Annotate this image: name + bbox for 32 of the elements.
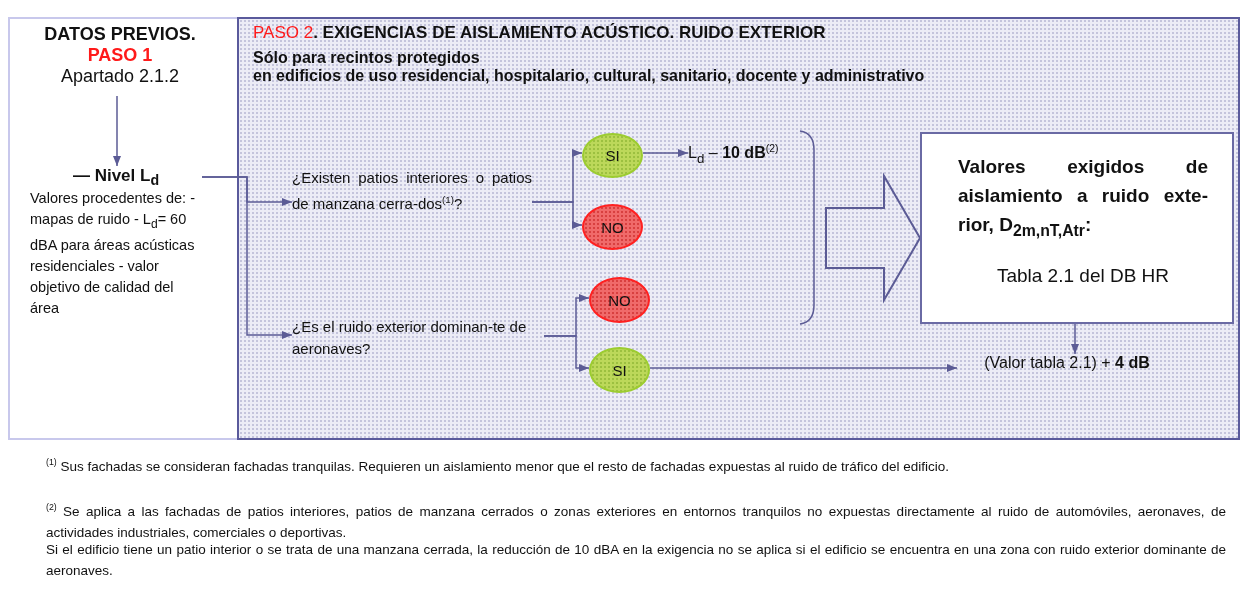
source-list-text: Valores procedentes de: - mapas de ruido - L$_{d}$= 60 dBA para áreas acústicas residenciales - valor objetivo de calidad del área (30, 189, 196, 319)
table-reference: Tabla 2.1 del DB HR (995, 264, 1171, 287)
arrow (201, 176, 293, 340)
answer-ellipse: NO (582, 204, 643, 250)
result-box (920, 132, 1234, 324)
scope-text: Sólo para recintos protegidos (253, 49, 481, 67)
step-heading: . EXIGENCIAS DE AISLAMIENTO ACÚSTICO. RUIDO EXTERIOR (313, 23, 826, 42)
question-text: ¿Existen patios interiores o patios de manzana cerra-dos$^{(1)}$? (292, 167, 532, 233)
arrow (531, 201, 583, 230)
scope-text: en edificios de uso residencial, hospitalario, cultural, sanitario, docente y administrativo (253, 67, 926, 85)
arrow (649, 363, 958, 373)
requirement-text: Valores exigidos de aislamiento a ruido exte-rior, D$_{2m,nT,Atr}$: (958, 155, 1208, 241)
level-heading: — Nivel L$_{d}$ (71, 166, 161, 189)
answer-ellipse: NO (589, 277, 650, 323)
heading-text: DATOS PREVIOS. (43, 24, 197, 45)
step-label: PASO 2 (253, 23, 314, 42)
arrow (112, 95, 122, 167)
section-reference: Apartado 2.1.2 (59, 66, 181, 87)
step-label: PASO 1 (86, 45, 154, 66)
arrow (642, 148, 689, 158)
footnote-text: $^{(2)}$ Se aplica a las fachadas de patios interiores, patios de manzana cerrados o zonas exteriores en entornos tranquilos no expuestas directamente al ruido de automóviles, aeronaves, de actividades industriales, comerciales o deportivas. (46, 501, 1226, 542)
step-panel (237, 17, 1240, 440)
arrow (543, 335, 590, 373)
answer-ellipse: SI (589, 347, 650, 393)
arrow (1070, 323, 1080, 355)
answer-ellipse: SI (582, 133, 643, 178)
footnote-text: Si el edificio tiene un patio interior o se trata de una manzana cerrada, la reducción de 10 dBA en la exigencia no se aplica si el edificio se encuentra en una zona con ruido exterior dominante de aeronaves. (46, 541, 1226, 580)
question-text: ¿Es el ruido exterior dominan-te de aeronaves? (292, 316, 544, 360)
footnote-text: $^{(1)}$ Sus fachadas se consideran fachadas tranquilas. Requieren un aislamiento menor que el resto de fachadas expuestas al ruido de tráfico del edificio. (46, 456, 950, 476)
result-formula: L$_{d}$ – 10 dB$^{(2)}$ (688, 143, 818, 169)
result-formula: (Valor tabla 2.1) + 4 dB (957, 354, 1177, 384)
block-arrow (825, 172, 922, 304)
